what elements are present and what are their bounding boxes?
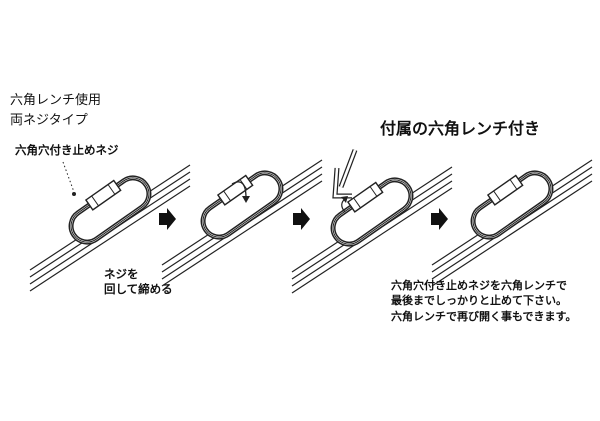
step-arrow-icon: [159, 208, 176, 230]
instruction-line-1: 六角穴付き止めネジを六角レンチで: [391, 279, 567, 292]
step-3-quick-link-wrench-icon: [292, 167, 452, 293]
locking-screw-label: 六角穴付き止めネジ: [15, 143, 119, 157]
instruction-line-2: 最後までしっかりと止めて下さい。: [391, 294, 567, 308]
type-label-double-screw: 両ネジタイプ: [10, 113, 88, 128]
instruction-notes: 六角穴付き止めネジを六角レンチで 最後までしっかりと止めて下さい。 六角レンチで…: [391, 278, 576, 324]
instruction-line-3: 六角レンチで再び開く事もできます。: [391, 309, 577, 323]
turn-label-line-2: 回して締める: [104, 281, 173, 296]
step-arrow-icon: [431, 208, 448, 230]
turn-label-line-1: ネジを: [104, 267, 139, 281]
rotate-arrow-icon: [231, 181, 250, 203]
type-label-hex-wrench: 六角レンチ使用: [10, 93, 102, 108]
included-wrench-title: 付属の六角レンチ付き: [380, 119, 541, 138]
turn-to-tighten-label: ネジを 回して締める: [104, 267, 173, 297]
step-4-quick-link-locked-icon: [432, 160, 592, 286]
step-arrow-icon: [293, 208, 310, 230]
hex-wrench-icon: [332, 149, 358, 213]
screw-leader-line: [62, 161, 76, 196]
